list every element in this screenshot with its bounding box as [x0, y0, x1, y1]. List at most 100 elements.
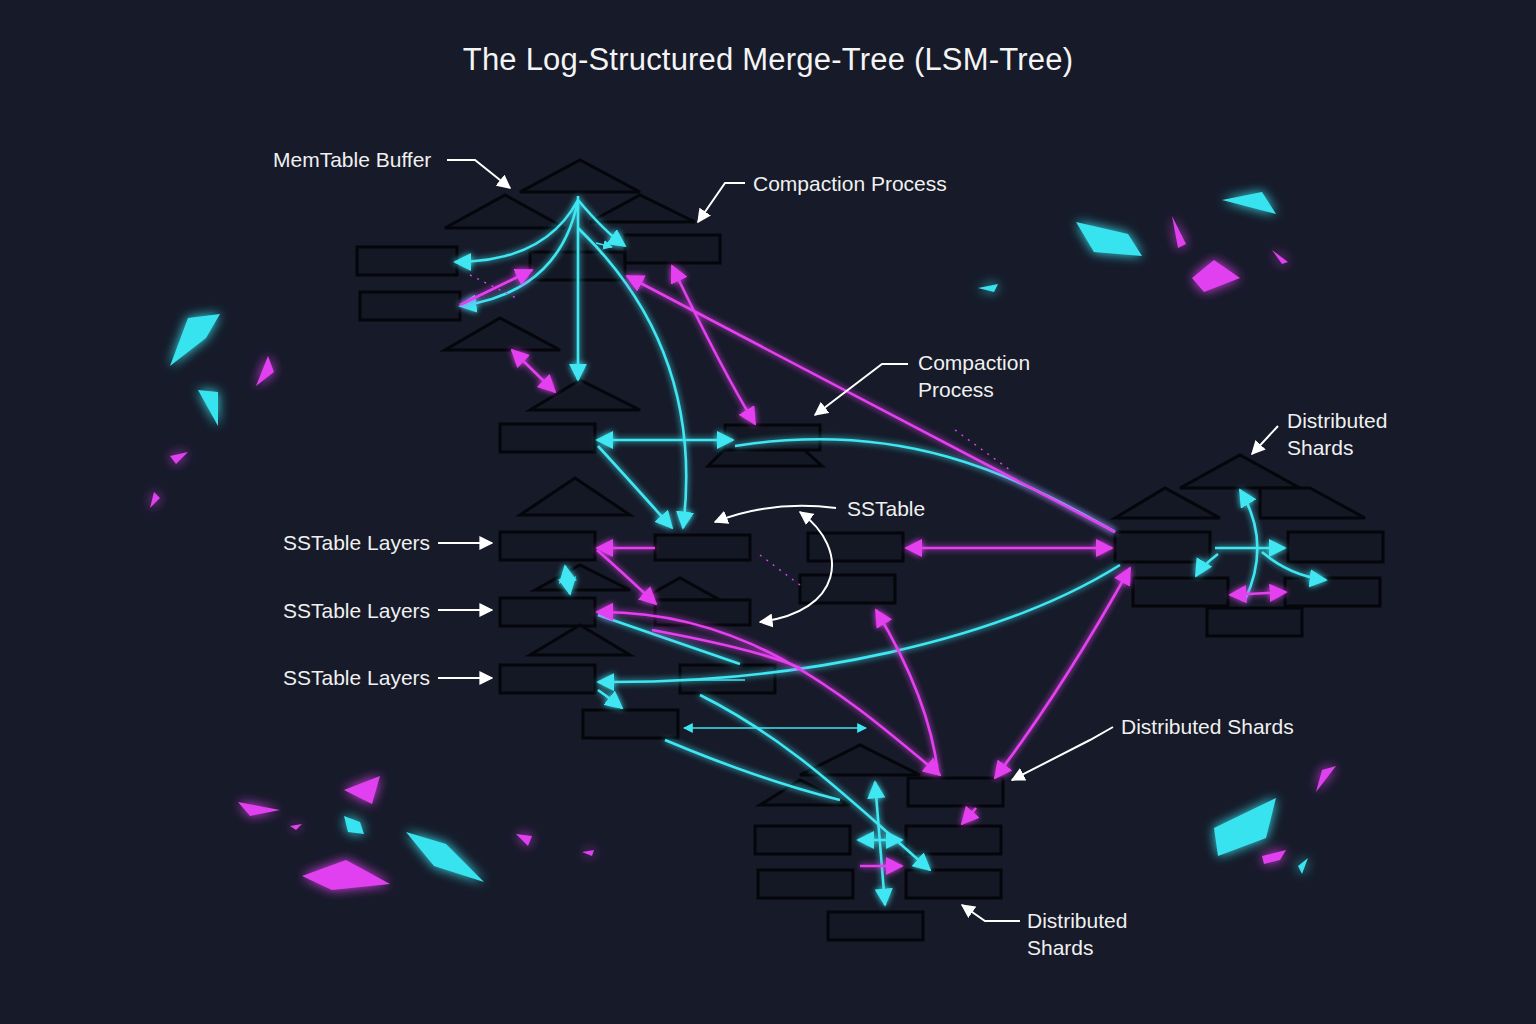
magenta-flow-part: [860, 865, 902, 868]
magenta-flow-part: [597, 547, 655, 550]
shard-decoration-part: [1076, 222, 1142, 256]
callout-leader-part: [760, 512, 832, 622]
tree-block-part: [500, 532, 595, 560]
shard-decoration-part: [256, 356, 274, 386]
magenta-flow-part: [597, 550, 656, 604]
cyan-flow-part: [735, 439, 1115, 532]
tree-block-part: [808, 533, 903, 561]
shard-decoration: [150, 192, 1336, 890]
cyan-flow-part: [578, 200, 625, 246]
tree-block-part: [520, 478, 630, 515]
tree-block-part: [828, 912, 923, 940]
magenta-dotted-trail: [470, 275, 1010, 585]
tree-block-part: [1133, 578, 1228, 606]
tree-block-part: [445, 318, 560, 350]
cyan-flow-part: [598, 615, 740, 664]
callout-label: MemTable Buffer: [273, 146, 431, 173]
cyan-flow-part: [1215, 547, 1285, 550]
diagram-title: The Log-Structured Merge-Tree (LSM-Tree): [0, 42, 1536, 78]
shard-decoration-part: [978, 284, 998, 292]
tree-block-part: [590, 195, 695, 222]
magenta-flow-part: [627, 276, 1115, 532]
tree-block-part: [625, 235, 720, 263]
shard-decoration-part: [198, 390, 218, 426]
magenta-dotted-trail-part: [470, 275, 520, 300]
cyan-flow-part: [597, 439, 733, 442]
shard-decoration-part: [1214, 798, 1276, 856]
tree-block: [357, 160, 1383, 940]
callout-label: SSTable Layers: [283, 664, 430, 691]
callout-leader-part: [447, 160, 510, 188]
tree-block-part: [1285, 578, 1380, 606]
shard-decoration-part: [170, 314, 220, 366]
shard-decoration-part: [290, 824, 302, 830]
magenta-flow-part: [512, 350, 555, 392]
tree-block-part: [500, 598, 595, 626]
cyan-flow-part: [875, 782, 885, 905]
shard-decoration-part: [1222, 192, 1276, 214]
callout-leader-part: [438, 542, 492, 544]
shard-decoration-part: [516, 834, 532, 846]
tree-block-part: [760, 780, 850, 805]
cyan-flow: [455, 196, 1326, 905]
magenta-flow-part: [1230, 592, 1286, 595]
shard-decoration-part: [1316, 766, 1336, 792]
shard-decoration-part: [344, 816, 364, 834]
tree-block-part: [1288, 532, 1383, 562]
shard-decoration-part: [582, 850, 594, 856]
cyan-thin-flow-part: [596, 243, 612, 247]
tree-block-part: [1115, 532, 1210, 562]
tree-block-part: [1260, 488, 1365, 518]
callout-leader-part: [1012, 727, 1113, 780]
cyan-flow-part: [455, 200, 578, 262]
shard-decoration-part: [238, 802, 280, 816]
cyan-thin-flow-part: [685, 679, 745, 680]
tree-block-part: [520, 160, 640, 192]
tree-block-part: [640, 578, 720, 600]
magenta-flow-part: [962, 808, 976, 824]
tree-block-part: [583, 710, 678, 738]
callout-label: Compaction Process: [918, 349, 1046, 403]
tree-block-part: [1180, 455, 1300, 488]
cyan-thin-flow: [596, 243, 866, 728]
shard-decoration-part: [1172, 216, 1186, 248]
tree-block-part: [800, 745, 920, 775]
tree-block-part: [906, 870, 1001, 898]
callout-leader-part: [698, 183, 745, 222]
tree-block-part: [655, 535, 750, 560]
magenta-dotted-trail-part: [955, 430, 1010, 470]
tree-block-part: [445, 195, 565, 228]
cyan-flow-part: [598, 446, 672, 528]
magenta-flow-part: [597, 612, 940, 775]
magenta-dotted-trail-part: [760, 555, 800, 585]
cyan-flow-part: [565, 566, 570, 594]
callout-leader-part: [438, 609, 492, 611]
magenta-flow-part: [460, 270, 532, 305]
shard-decoration-part: [1262, 850, 1286, 864]
tree-block-part: [500, 424, 595, 452]
callout-label: Distributed Shards: [1287, 407, 1405, 461]
shard-decoration-part: [406, 832, 484, 882]
shard-decoration-part: [150, 492, 160, 508]
callout-label: SSTable Layers: [283, 529, 430, 556]
magenta-flow-part: [906, 547, 1112, 550]
tree-block-part: [1115, 488, 1220, 518]
cyan-flow-part: [1262, 552, 1326, 580]
shard-decoration-part: [170, 452, 188, 464]
callout-label: SSTable: [847, 495, 925, 522]
tree-block-part: [755, 826, 850, 854]
cyan-flow-part: [1196, 554, 1218, 576]
magenta-flow-part: [652, 630, 800, 668]
callout-label: SSTable Layers: [283, 597, 430, 624]
callout-leader-part: [1252, 426, 1278, 454]
tree-block-part: [500, 665, 595, 693]
magenta-flow-part: [876, 610, 938, 774]
cyan-flow-part: [1240, 490, 1257, 600]
tree-block-part: [908, 778, 1003, 806]
cyan-flow-part: [598, 690, 622, 708]
shard-decoration-part: [1272, 250, 1288, 264]
tree-block-part: [360, 292, 460, 320]
callout-label: Compaction Process: [753, 170, 947, 197]
magenta-flow-part: [995, 568, 1130, 778]
